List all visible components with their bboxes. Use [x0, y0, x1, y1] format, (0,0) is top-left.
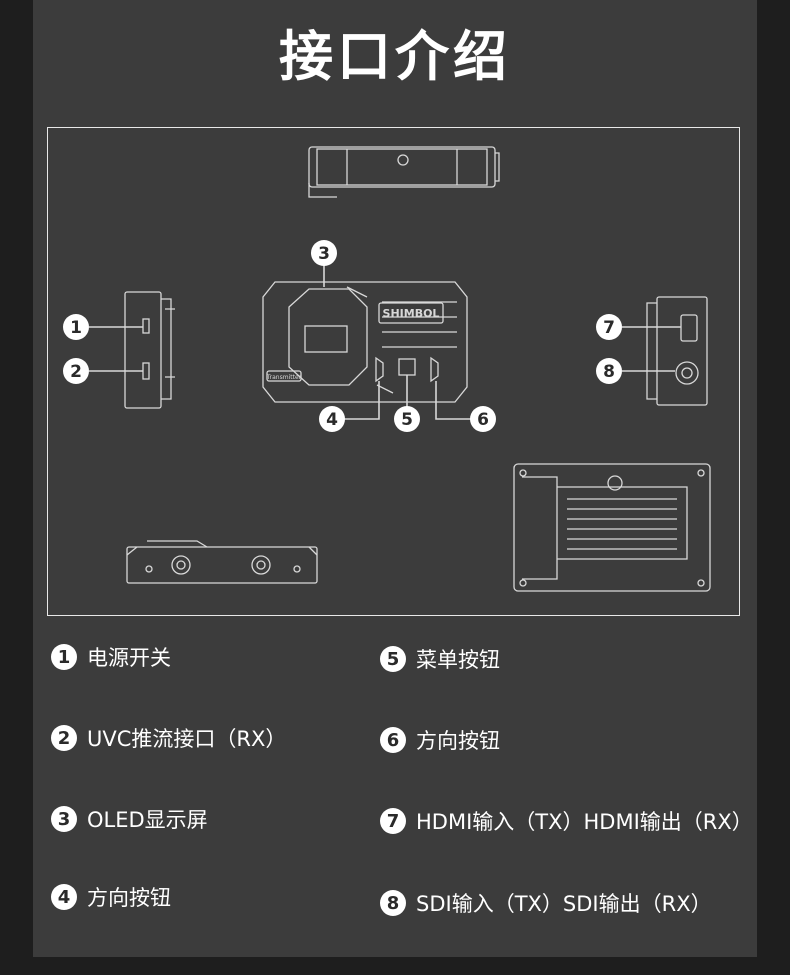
legend-item-4: 4 方向按钮 [51, 882, 171, 912]
svg-text:5: 5 [401, 410, 413, 430]
callout-7: 7 [596, 314, 622, 340]
legend-text: UVC推流接口（RX） [87, 727, 287, 751]
device-back-view [513, 463, 711, 592]
legend-badge: 3 [51, 806, 77, 832]
legend-text: 电源开关 [87, 646, 171, 670]
legend-item-3: 3 OLED显示屏 [51, 804, 208, 834]
callout-badges: 1 2 3 4 5 6 7 8 [63, 240, 622, 432]
svg-text:7: 7 [603, 318, 615, 338]
legend-badge: 2 [51, 725, 77, 751]
content-panel [33, 0, 757, 957]
callout-8: 8 [596, 358, 622, 384]
diagram-frame [47, 127, 740, 616]
svg-text:2: 2 [70, 362, 82, 382]
legend-badge: 8 [380, 890, 406, 916]
svg-text:6: 6 [477, 410, 489, 430]
device-diagram: SHIMBOL Transmitter [63, 146, 711, 592]
legend-item-8: 8 SDI输入（TX）SDI输出（RX） [380, 888, 712, 918]
legend-item-1: 1 电源开关 [51, 642, 171, 672]
callout-5: 5 [394, 406, 420, 432]
legend-badge: 1 [51, 644, 77, 670]
svg-text:8: 8 [603, 362, 615, 382]
legend-badge: 4 [51, 884, 77, 910]
brand-label: SHIMBOL [383, 307, 440, 320]
device-left-view [124, 291, 175, 409]
callout-6: 6 [470, 406, 496, 432]
legend-text: OLED显示屏 [87, 808, 208, 832]
device-front-view: SHIMBOL Transmitter [262, 281, 468, 403]
page-title: 接口介绍 [279, 25, 511, 88]
svg-text:4: 4 [326, 410, 338, 430]
callout-1: 1 [63, 314, 89, 340]
device-right-view [646, 296, 708, 406]
device-top-view [308, 146, 500, 198]
callout-4: 4 [319, 406, 345, 432]
legend-text: SDI输入（TX）SDI输出（RX） [416, 892, 712, 916]
legend-badge: 7 [380, 808, 406, 834]
legend-text: HDMI输入（TX）HDMI输出（RX） [416, 810, 753, 834]
svg-text:1: 1 [70, 318, 82, 338]
legend-text: 方向按钮 [87, 886, 171, 910]
legend-item-6: 6 方向按钮 [380, 725, 500, 755]
legend-item-5: 5 菜单按钮 [380, 644, 500, 674]
device-bottom-view [126, 540, 318, 584]
legend-badge: 5 [380, 646, 406, 672]
callout-2: 2 [63, 358, 89, 384]
legend-text: 菜单按钮 [416, 648, 500, 672]
callout-leaders [89, 265, 681, 420]
callout-3: 3 [311, 240, 337, 266]
svg-text:3: 3 [318, 244, 330, 264]
legend-text: 方向按钮 [416, 729, 500, 753]
legend-badge: 6 [380, 727, 406, 753]
legend-item-2: 2 UVC推流接口（RX） [51, 723, 286, 753]
device-label: Transmitter [266, 374, 302, 381]
legend-item-7: 7 HDMI输入（TX）HDMI输出（RX） [380, 806, 753, 836]
